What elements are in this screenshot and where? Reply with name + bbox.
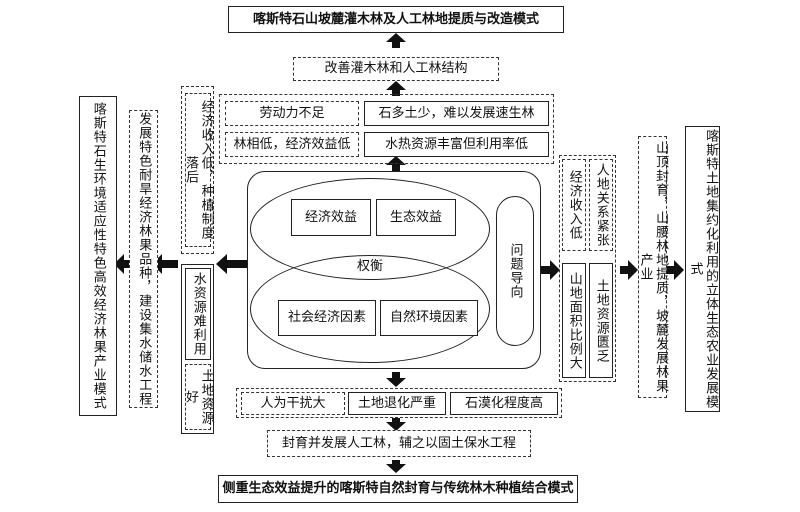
upper-problem-rocky: 石多土少，难以发展速生林 — [364, 101, 549, 126]
ecological-benefit: 生态效益 — [376, 199, 456, 236]
arrow-up-center — [386, 156, 406, 172]
right-measure: 山顶封育，山腰林地提质，坡麓发展林果产业 — [638, 136, 668, 398]
upper-problem-forest: 林相低，经济效益低 — [225, 132, 359, 157]
arrow-left-outer — [114, 254, 132, 274]
left-problem-land-good: 土地资源好 — [183, 364, 214, 430]
right-problem-human-land: 人地关系紧张 — [589, 159, 613, 251]
arrow-left-center — [216, 254, 247, 274]
top-measure: 改善灌木林和人工林结构 — [293, 57, 499, 81]
left-problem-frame — [181, 86, 214, 254]
right-model-title: 喀斯特土地集约化利用的立体生态农业发展模式 — [685, 126, 720, 412]
arrow-down-bottom — [386, 460, 406, 473]
upper-problems-frame — [219, 94, 554, 164]
bottom-problem-desertification: 石漠化程度高 — [450, 392, 558, 415]
left-model-title: 喀斯特石生环境适应性特色高效经济林果产业模式 — [79, 96, 117, 416]
bottom-model-title: 侧重生态效益提升的喀斯特自然封育与传统林木种植结合模式 — [218, 475, 578, 503]
problem-oriented: 问题导向 — [496, 196, 534, 346]
socioeconomic-factor: 社会经济因素 — [278, 300, 376, 336]
bottom-problem-frame — [236, 388, 562, 418]
left-resource-frame — [181, 264, 214, 434]
left-problem-income: 经济收入低，种植制度落后 — [183, 93, 214, 247]
right-problem-frame — [559, 155, 616, 382]
arrow-up-top — [386, 33, 406, 48]
left-problem-water: 水资源难利用 — [185, 268, 211, 360]
natural-environment-factor: 自然环境因素 — [380, 300, 478, 336]
bottom-problem-disturbance: 人为干扰大 — [241, 392, 345, 415]
arrow-up-mid — [386, 81, 406, 96]
arrow-down-mid — [386, 418, 406, 431]
arrow-down-center — [386, 372, 406, 387]
factor-ellipse — [250, 255, 490, 363]
right-problem-income: 经济收入低 — [562, 159, 586, 251]
arrow-right-outer — [666, 260, 684, 280]
arrow-right-center — [540, 260, 560, 280]
balance-label: 权衡 — [356, 259, 383, 275]
upper-problem-labor: 劳动力不足 — [225, 101, 359, 126]
left-measure: 发展特色耐旱经济林果品种，建设集水储水工程 — [129, 110, 158, 408]
arrow-right-mid — [620, 260, 638, 280]
center-frame — [247, 171, 541, 369]
upper-problem-water-heat: 水热资源丰富但利用率低 — [364, 132, 549, 157]
bottom-problem-degradation: 土地退化严重 — [348, 392, 446, 415]
right-problem-land-scarce: 土地资源匮乏 — [589, 263, 613, 378]
top-model-title: 喀斯特石山坡麓灌木林及人工林地提质与改造模式 — [228, 6, 564, 33]
bottom-measure: 封育并发展人工林，辅之以固土保水工程 — [267, 430, 531, 457]
right-problem-mountain-area: 山地面积比例大 — [562, 263, 586, 378]
economic-benefit: 经济效益 — [291, 199, 371, 236]
